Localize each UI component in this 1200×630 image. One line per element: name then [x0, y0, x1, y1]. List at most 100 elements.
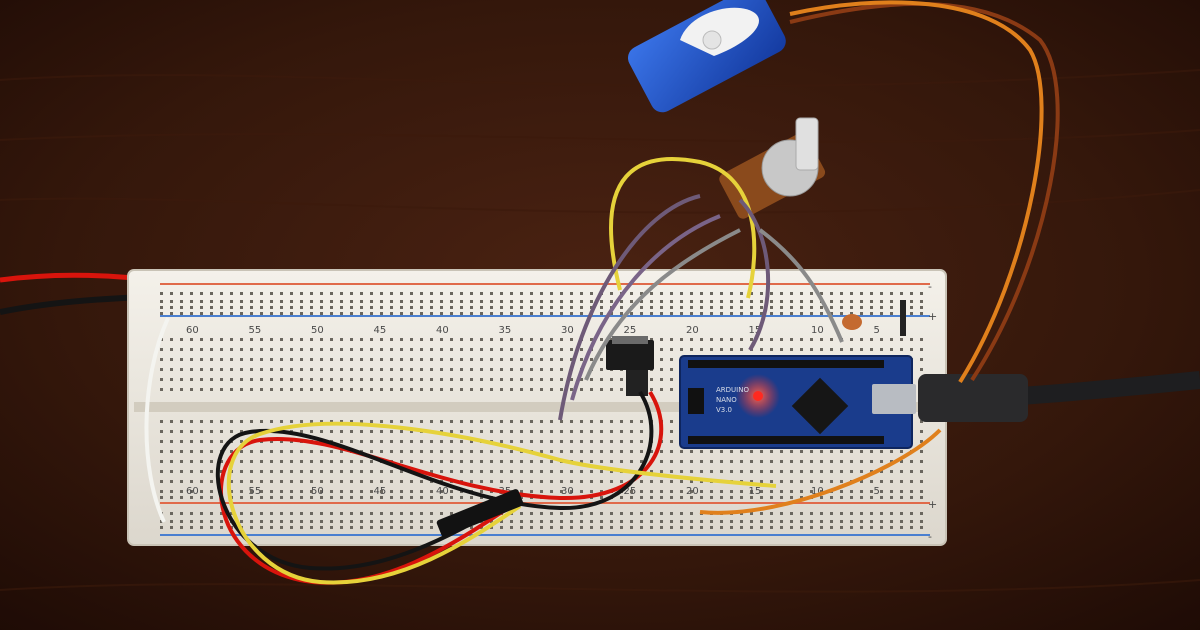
- breadboard-hole: [460, 348, 463, 351]
- breadboard-hole: [230, 368, 233, 371]
- breadboard-hole: [390, 470, 393, 473]
- breadboard-hole: [180, 526, 183, 529]
- breadboard-hole: [840, 460, 843, 463]
- breadboard-hole: [860, 306, 863, 309]
- breadboard-hole: [400, 348, 403, 351]
- breadboard-hole: [360, 306, 363, 309]
- breadboard-hole: [740, 526, 743, 529]
- breadboard-hole: [740, 460, 743, 463]
- breadboard-hole: [320, 306, 323, 309]
- breadboard-hole: [210, 512, 213, 515]
- breadboard-hole: [180, 512, 183, 515]
- breadboard-hole: [600, 526, 603, 529]
- breadboard-hole: [790, 306, 793, 309]
- breadboard-hole: [920, 292, 923, 295]
- breadboard-hole: [480, 420, 483, 423]
- bottom-column-number: 60: [186, 486, 199, 497]
- breadboard-hole: [510, 470, 513, 473]
- breadboard-hole: [690, 496, 693, 499]
- breadboard-hole: [330, 496, 333, 499]
- breadboard-hole: [470, 496, 473, 499]
- breadboard-hole: [540, 512, 543, 515]
- breadboard-hole: [330, 368, 333, 371]
- breadboard-hole: [810, 300, 813, 303]
- breadboard-hole: [800, 470, 803, 473]
- breadboard-hole: [290, 526, 293, 529]
- breadboard-hole: [870, 480, 873, 483]
- breadboard-hole: [240, 490, 243, 493]
- breadboard-hole: [530, 520, 533, 523]
- breadboard-hole: [670, 460, 673, 463]
- breadboard-hole: [580, 512, 583, 515]
- breadboard-hole: [700, 470, 703, 473]
- breadboard-hole: [680, 480, 683, 483]
- breadboard-hole: [530, 312, 533, 315]
- breadboard-hole: [330, 430, 333, 433]
- breadboard-hole: [820, 306, 823, 309]
- breadboard-hole: [640, 520, 643, 523]
- breadboard-hole: [240, 460, 243, 463]
- breadboard-hole: [900, 490, 903, 493]
- breadboard-hole: [620, 420, 623, 423]
- breadboard-hole: [300, 292, 303, 295]
- breadboard-hole: [220, 348, 223, 351]
- breadboard-hole: [670, 358, 673, 361]
- breadboard-hole: [500, 348, 503, 351]
- breadboard-hole: [750, 300, 753, 303]
- breadboard-hole: [780, 512, 783, 515]
- breadboard-hole: [250, 480, 253, 483]
- breadboard-hole: [850, 348, 853, 351]
- breadboard-hole: [360, 300, 363, 303]
- breadboard-hole: [620, 312, 623, 315]
- breadboard-hole: [560, 358, 563, 361]
- breadboard-hole: [310, 388, 313, 391]
- breadboard-hole: [490, 520, 493, 523]
- breadboard-hole: [260, 388, 263, 391]
- breadboard-hole: [260, 306, 263, 309]
- breadboard-hole: [430, 496, 433, 499]
- breadboard-hole: [220, 470, 223, 473]
- breadboard-hole: [240, 420, 243, 423]
- breadboard-hole: [240, 378, 243, 381]
- servo-wire-brown: [789, 1, 1060, 382]
- breadboard-hole: [440, 496, 443, 499]
- breadboard-hole: [570, 338, 573, 341]
- breadboard-hole: [810, 480, 813, 483]
- breadboard-hole: [170, 526, 173, 529]
- breadboard-hole: [250, 292, 253, 295]
- breadboard-hole: [870, 348, 873, 351]
- breadboard-hole: [510, 338, 513, 341]
- breadboard-hole: [810, 512, 813, 515]
- breadboard-hole: [650, 338, 653, 341]
- breadboard-hole: [490, 368, 493, 371]
- breadboard-hole: [270, 520, 273, 523]
- breadboard-hole: [790, 520, 793, 523]
- breadboard-hole: [360, 480, 363, 483]
- voltage-regulator-tab: [612, 336, 648, 344]
- breadboard-hole: [200, 378, 203, 381]
- breadboard-hole: [450, 450, 453, 453]
- breadboard-hole: [590, 300, 593, 303]
- top-column-number: 5: [874, 325, 880, 336]
- breadboard-hole: [560, 388, 563, 391]
- breadboard-hole: [680, 490, 683, 493]
- breadboard-hole: [490, 358, 493, 361]
- breadboard-hole: [580, 306, 583, 309]
- breadboard-hole: [470, 338, 473, 341]
- breadboard-hole: [780, 520, 783, 523]
- breadboard-hole: [280, 348, 283, 351]
- breadboard-hole: [520, 480, 523, 483]
- breadboard-hole: [230, 450, 233, 453]
- breadboard-hole: [520, 338, 523, 341]
- breadboard-hole: [460, 306, 463, 309]
- breadboard-hole: [590, 512, 593, 515]
- breadboard-hole: [860, 520, 863, 523]
- breadboard-hole: [300, 496, 303, 499]
- breadboard-hole: [700, 496, 703, 499]
- breadboard-hole: [490, 450, 493, 453]
- breadboard-hole: [650, 292, 653, 295]
- breadboard-hole: [780, 338, 783, 341]
- breadboard-hole: [170, 300, 173, 303]
- breadboard-hole: [320, 300, 323, 303]
- breadboard-hole: [160, 348, 163, 351]
